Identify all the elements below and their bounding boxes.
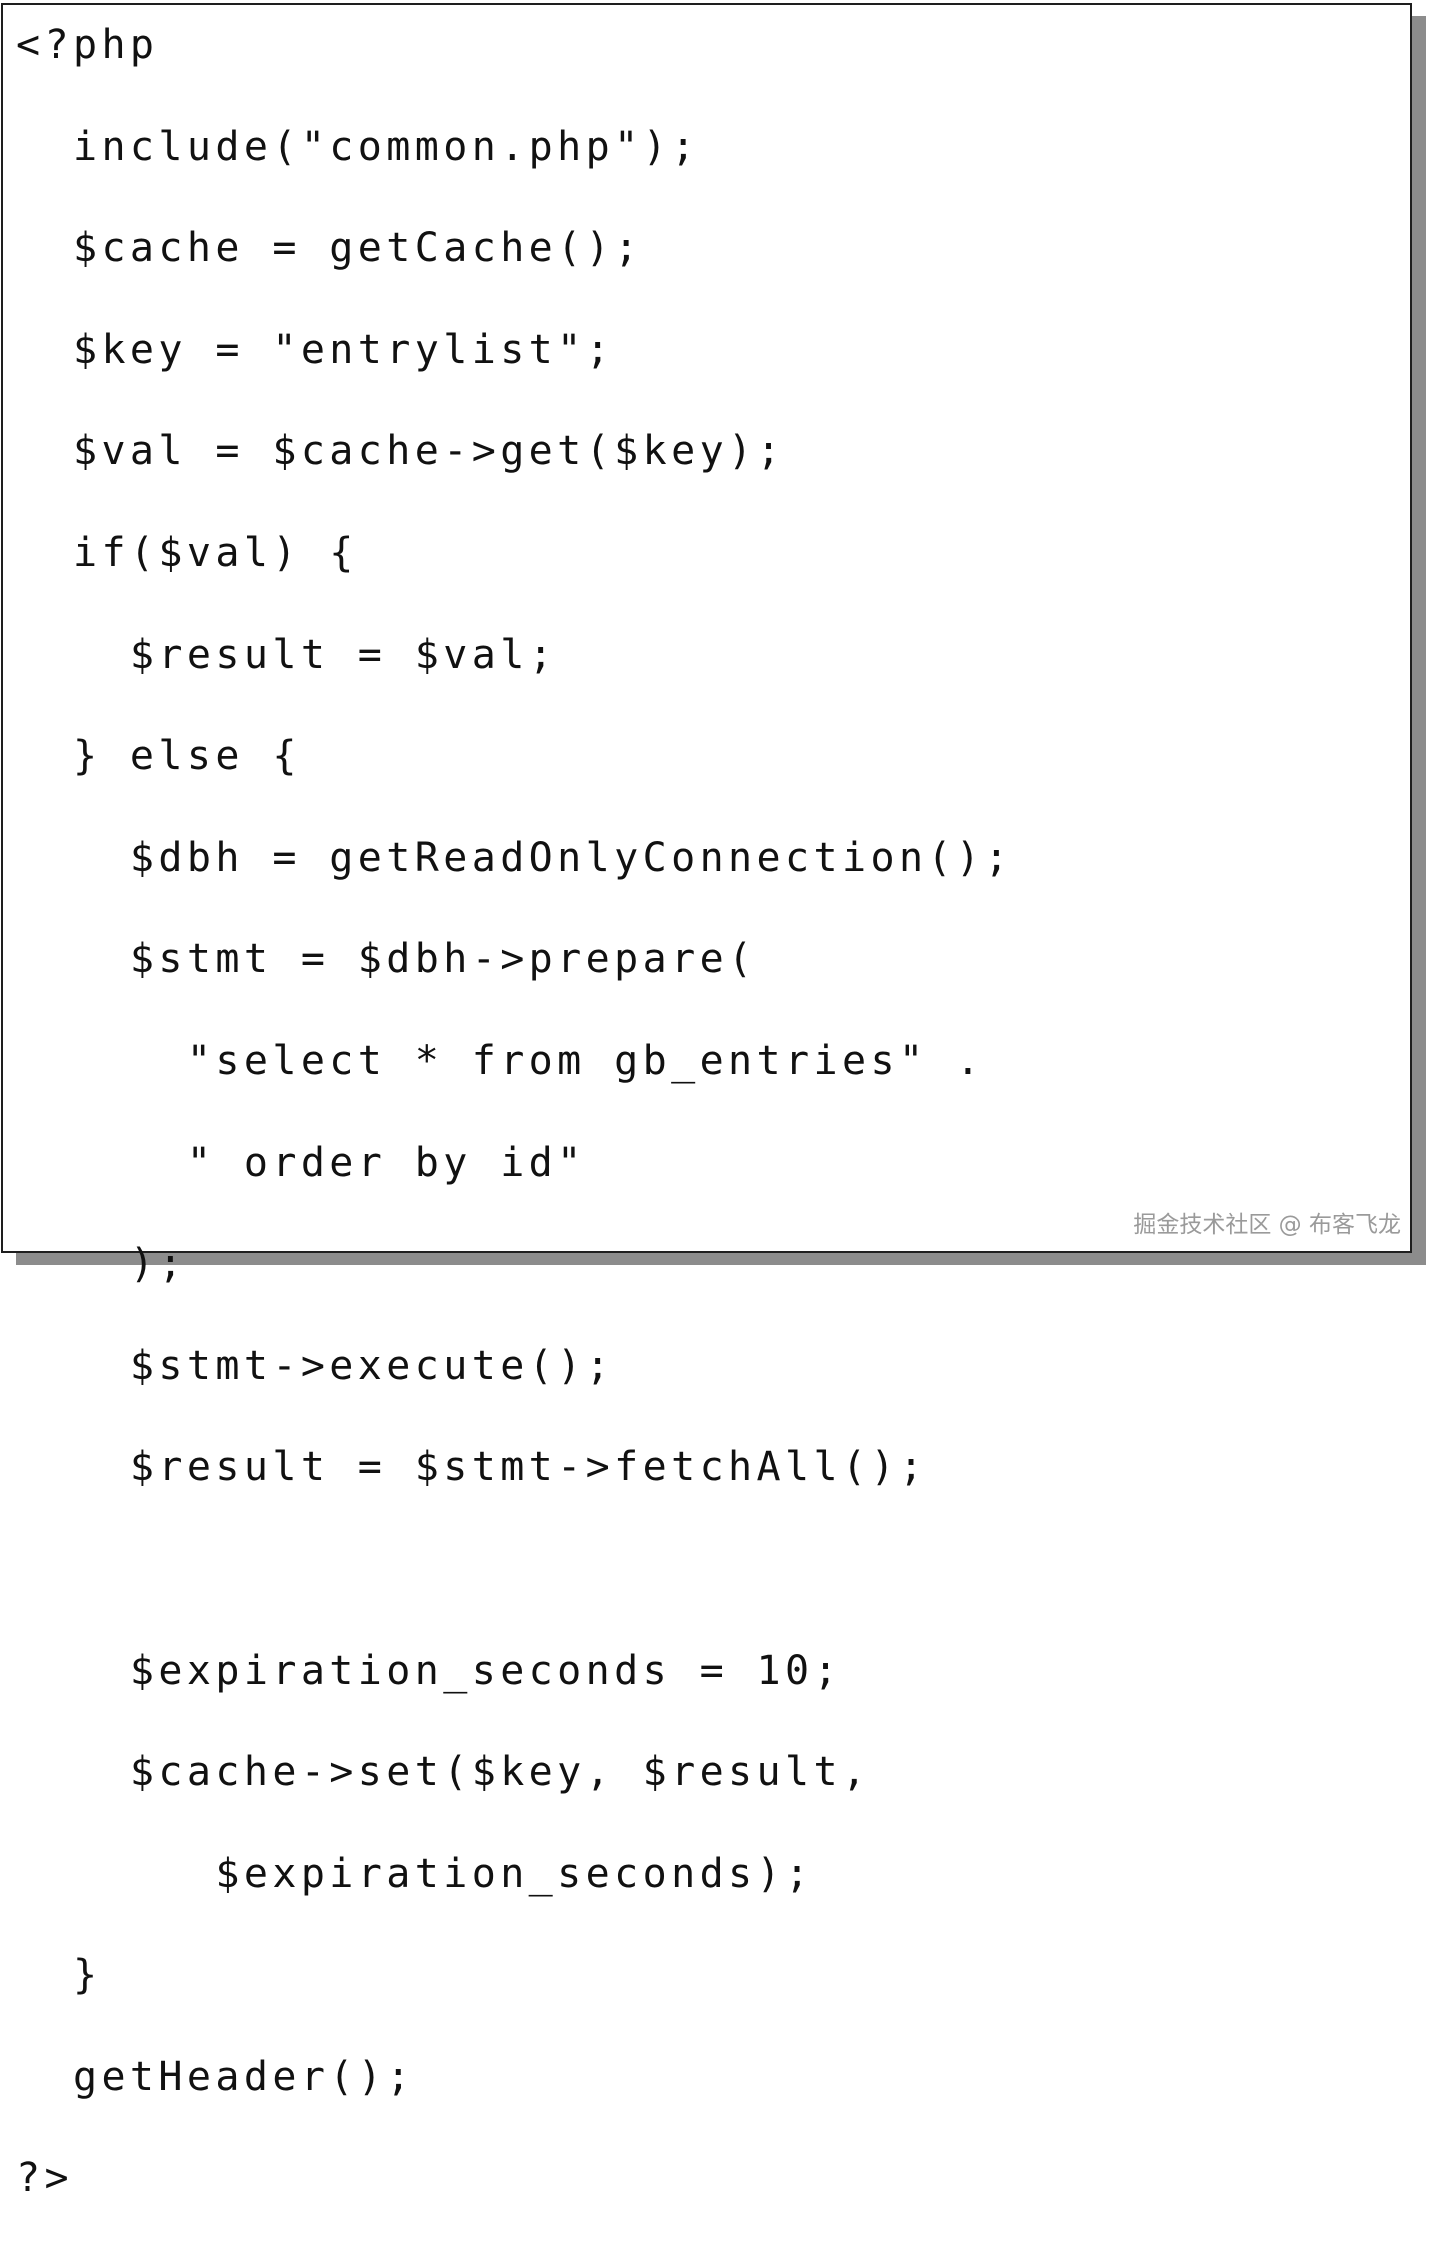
code-line: <?php [16,22,159,68]
code-line: ?> [16,2155,73,2202]
code-line: } [16,1952,102,1999]
code-line: $cache = getCache(); [16,225,643,272]
code-line: $stmt->execute(); [16,1342,615,1389]
code-line: $expiration_seconds); [16,1850,814,1897]
code-line: $cache->set($key, $result, [16,1749,871,1796]
watermark-text: 掘金技术社区 @ 布客飞龙 [1133,1212,1401,1238]
code-line: include("common.php"); [16,123,700,170]
code-block: <?php include("common.php"); $cache = ge… [16,18,1013,2253]
code-line: $result = $stmt->fetchAll(); [16,1444,928,1491]
code-line: "select * from gb_entries" . [16,1037,985,1084]
code-line: $result = $val; [16,631,558,678]
code-line: getHeader(); [16,2053,415,2100]
code-line: $val = $cache->get($key); [16,428,786,475]
code-line: " order by id" [16,1139,586,1186]
code-line [16,1542,1013,1598]
code-line: $expiration_seconds = 10; [16,1647,842,1694]
code-line: } else { [16,733,301,780]
code-line: $stmt = $dbh->prepare( [16,936,757,983]
code-line: ); [16,1241,187,1288]
code-line: $dbh = getReadOnlyConnection(); [16,834,1013,881]
code-line: $key = "entrylist"; [16,326,615,373]
code-listing-frame [1,3,1412,1253]
code-line: if($val) { [16,529,358,576]
